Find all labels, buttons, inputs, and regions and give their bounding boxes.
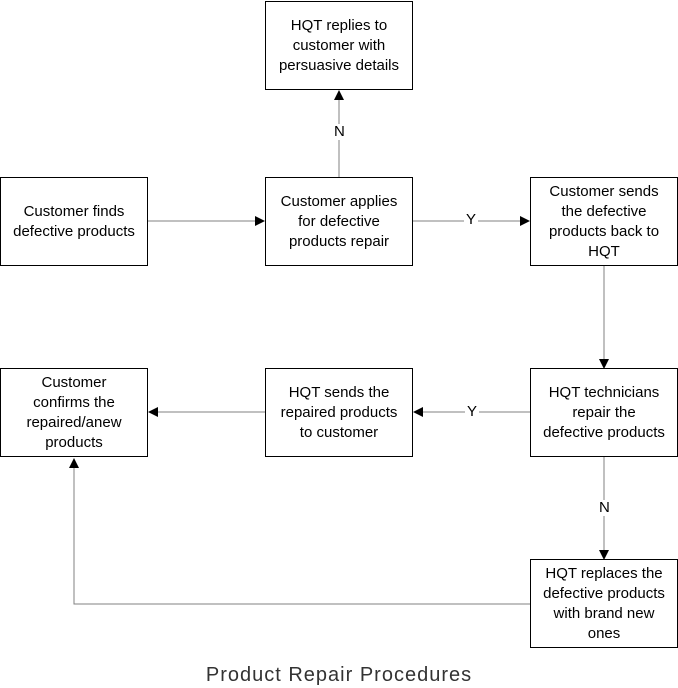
node-hqt-replies: HQT replies to customer with persuasive … [265,1,413,90]
node-hqt-sends: HQT sends the repaired products to custo… [265,368,413,457]
node-customer-confirms: Customer confirms the repaired/anew prod… [0,368,148,457]
edge-replace-to-confirm [69,458,530,605]
node-customer-finds: Customer finds defective products [0,177,148,266]
label-repair-yes: Y [465,403,480,420]
label-apply-no: N [332,123,347,140]
label-repair-no: N [597,499,612,516]
node-customer-sends: Customer sends the defective products ba… [530,177,678,266]
diagram-caption: Product Repair Procedures [205,664,473,686]
label-apply-yes: Y [464,211,479,228]
node-customer-applies: Customer applies for defective products … [265,177,413,266]
node-hqt-technicians: HQT technicians repair the defective pro… [530,368,678,457]
node-hqt-replaces: HQT replaces the defective products with… [530,559,678,648]
